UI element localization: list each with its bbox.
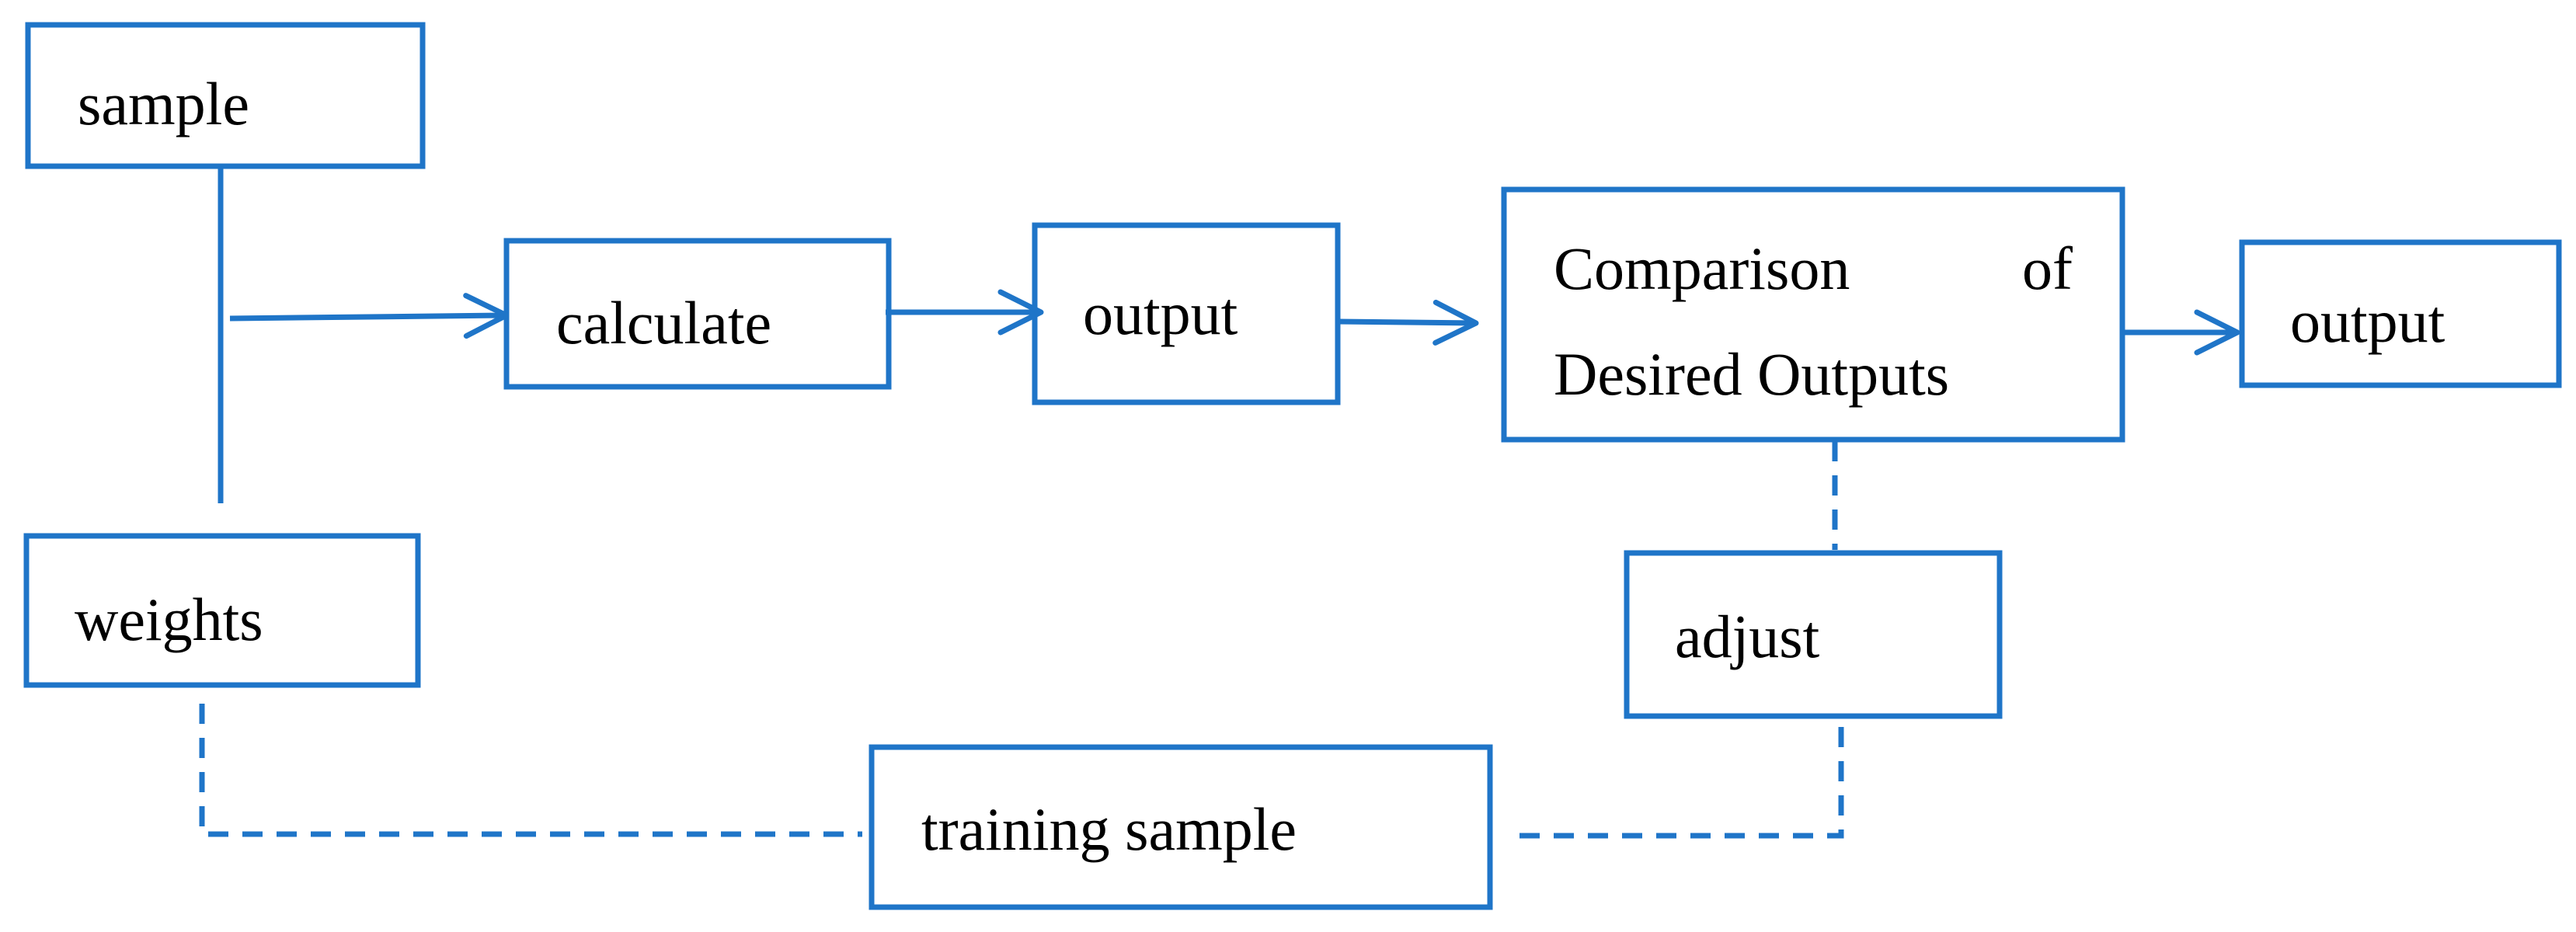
arrow-to-comparison xyxy=(1337,299,1479,346)
calculate-label: calculate xyxy=(556,289,771,356)
output-label-1: output xyxy=(1083,280,1238,347)
training-adjust-dashed-connector xyxy=(1519,721,1844,839)
comparison-box xyxy=(1501,186,2125,443)
comparison-label-line2: Desired Outputs xyxy=(1554,340,1949,408)
training-sample-box xyxy=(869,744,1493,910)
sample-label: sample xyxy=(78,70,249,137)
arrow-to-calculate xyxy=(229,293,510,339)
weights-training-dashed-connector xyxy=(199,704,862,837)
comparison-label-of: of xyxy=(2022,235,2073,302)
output-label-2: output xyxy=(2290,287,2445,355)
output-box-2 xyxy=(2239,239,2562,388)
adjust-box xyxy=(1624,550,2003,719)
weights-box xyxy=(23,533,421,688)
training-sample-label: training sample xyxy=(921,795,1297,863)
sample-box xyxy=(25,22,426,169)
adjust-label: adjust xyxy=(1675,603,1820,670)
weights-label: weights xyxy=(75,586,263,653)
comparison-label-line1: Comparison xyxy=(1554,235,1850,302)
